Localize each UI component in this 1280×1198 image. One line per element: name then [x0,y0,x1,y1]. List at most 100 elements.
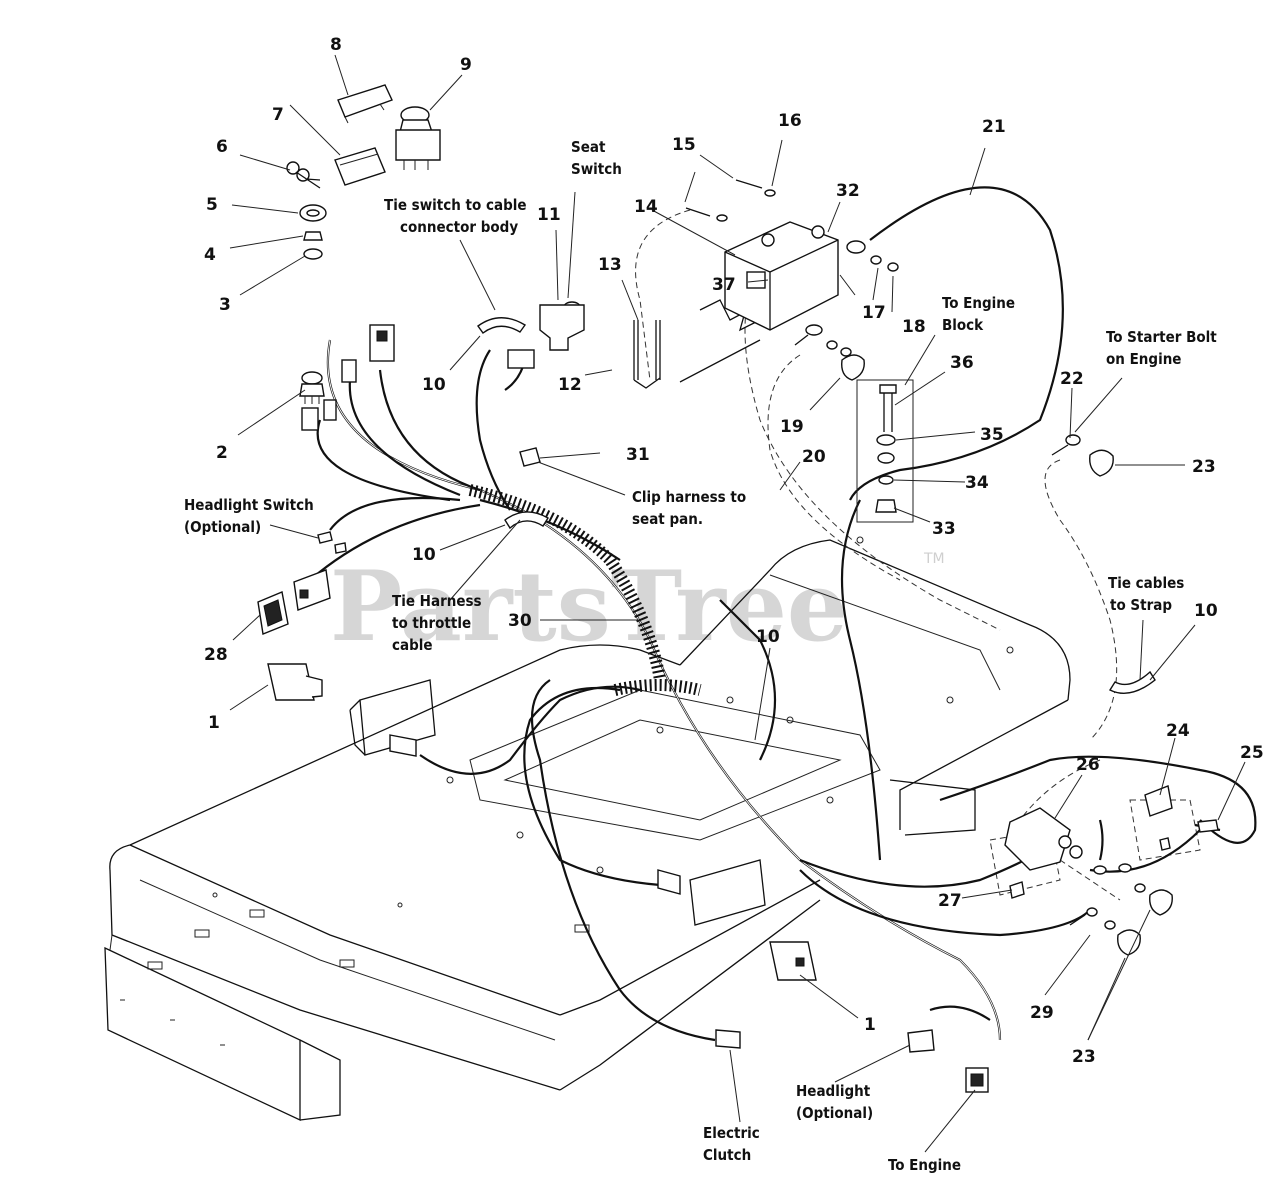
part-3-washer [303,248,323,260]
part-5-bezel-hole [306,209,320,217]
bolt [1069,914,1086,926]
callout-16: 16 [778,111,802,131]
callout-10-top: 10 [422,375,446,395]
part-29-nut [1104,920,1116,930]
label-to-starter-bolt-2: on Engine [1106,350,1181,368]
part-35-washer [876,434,896,446]
callout-24: 24 [1166,721,1190,741]
part-33-nut [875,499,897,513]
mower-frame [104,536,1071,1122]
part-23-boot-top [1089,449,1114,477]
part-10-tie-strap-2 [504,511,549,530]
part-18-nut-2 [840,347,852,357]
callout-21: 21 [982,117,1006,137]
label-headlight-switch-2: (Optional) [184,518,261,536]
callout-7: 7 [272,105,284,125]
part-29-washer [1086,907,1098,917]
part-9-pto-switch [395,106,441,170]
callout-numbers: 8 9 7 6 5 4 3 2 28 1 10 10 11 12 13 14 1… [204,35,1264,1067]
callout-4: 4 [204,245,216,265]
callout-15: 15 [672,135,696,155]
callout-18: 18 [902,317,926,337]
label-tie-harness-3: cable [392,636,433,654]
part-35-terminal [877,452,895,464]
callout-22: 22 [1060,369,1084,389]
label-headlight-2: (Optional) [796,1104,873,1122]
harness-loom [468,484,702,696]
label-tie-harness-1: Tie Harness [392,592,482,610]
watermark-trademark: TM [923,551,945,567]
connector [389,734,417,757]
callout-25: 25 [1240,743,1264,763]
callout-37: 37 [712,275,736,295]
part-23-boot-a [1117,929,1141,956]
part-32-terminal [846,240,866,254]
bolt [794,334,809,346]
part-7-meter [334,147,386,186]
callout-2: 2 [216,443,228,463]
callout-26: 26 [1076,755,1100,775]
part-27-screw [1009,881,1025,899]
part-37-battery [724,221,839,331]
label-to-engine-block-1: To Engine [942,294,1015,312]
part-28-rocker-switch [257,591,289,635]
terminal [1134,883,1146,893]
part-24-fuse-holder [1144,785,1173,817]
label-headlight-1: Headlight [796,1082,871,1100]
part-17-washer [870,255,882,265]
label-to-engine: To Engine [888,1156,961,1174]
screw [1159,837,1171,851]
headlight-switch-connector [293,569,331,611]
label-tie-cables-1: Tie cables [1108,574,1184,592]
label-seat-switch-1: Seat [571,138,606,156]
label-to-engine-block-2: Block [942,316,984,334]
part-16-washer [764,189,776,197]
part-1-relay-left [267,663,323,701]
label-headlight-switch-1: Headlight Switch [184,496,314,514]
callout-23-top: 23 [1192,457,1216,477]
headlight-connector [907,1029,935,1053]
callout-29: 29 [1030,1003,1054,1023]
callout-20: 20 [802,447,826,467]
part-11-seat-switch [539,301,585,351]
engine-block-hardware-box [856,379,914,523]
part-22-bolt [1051,444,1069,456]
hold-down-rod [699,299,761,332]
callout-10-right: 10 [1194,601,1218,621]
connector [341,359,357,383]
part-2-ignition-switch [299,371,325,404]
label-tie-cables-2: to Strap [1110,596,1172,614]
callout-5: 5 [206,195,218,215]
part-10-tie-strap-3 [1108,670,1156,694]
terminal [317,531,333,544]
connector-pins [376,330,388,342]
callout-33: 33 [932,519,956,539]
clutch-connector [715,1029,741,1049]
callout-13: 13 [598,255,622,275]
part-36-bolt [879,384,897,432]
part-22-terminal [1065,434,1081,446]
terminal [1093,865,1107,875]
part-14-bolt [685,207,711,217]
label-clip-harness-1: Clip harness to [632,488,746,506]
terminal [334,542,347,554]
callout-23-bottom: 23 [1072,1047,1096,1067]
callout-34: 34 [965,473,989,493]
label-seat-switch-2: Switch [571,160,622,178]
part-25-fuse [1197,819,1219,833]
part-26-solenoid [1004,807,1083,871]
connector [301,407,319,431]
part-1-relay-bottom [769,941,817,981]
label-tie-switch-2: connector body [400,218,518,236]
part-19-terminal-boot [841,354,865,381]
callout-8: 8 [330,35,342,55]
part-23-boot-b [1149,889,1173,916]
label-electric-clutch-2: Clutch [703,1146,751,1164]
callout-30: 30 [508,611,532,631]
callout-6: 6 [216,137,228,157]
callout-28: 28 [204,645,228,665]
callout-3: 3 [219,295,231,315]
callout-12: 12 [558,375,582,395]
wire-harness [309,186,1257,1042]
